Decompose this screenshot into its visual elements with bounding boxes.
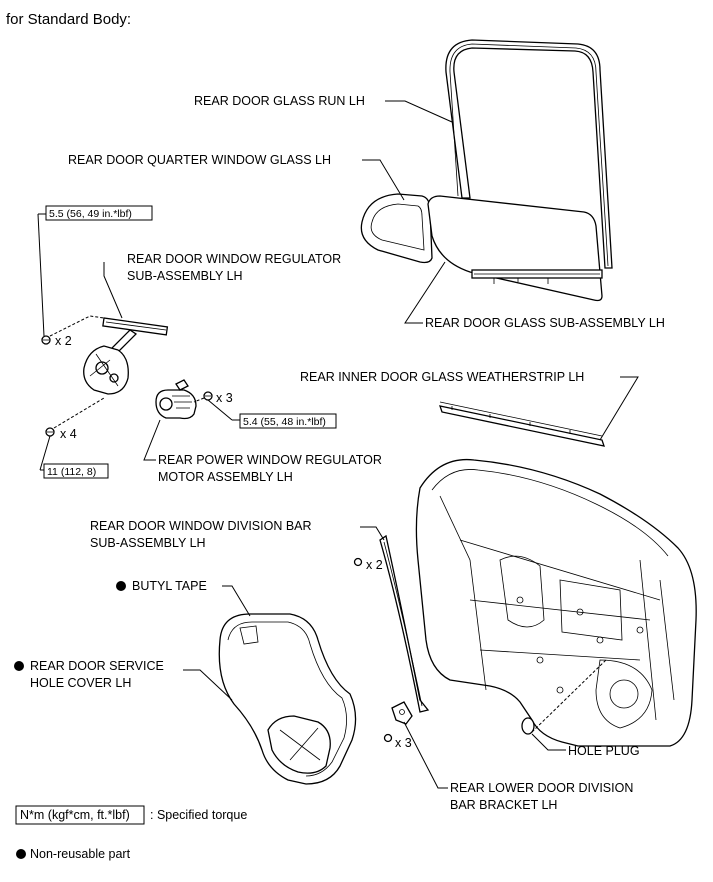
quarter-window-glass-part [360,193,433,264]
torque-box-regulator-bottom [43,463,109,479]
division-bar-part [379,534,430,713]
bolt-guide-dash [49,315,105,337]
legend-nonreusable-dot-icon [16,849,26,859]
nut-icon [383,733,393,743]
motor-leader [143,419,161,461]
service-cover-leader [183,669,233,701]
door-glass-label: REAR DOOR GLASS SUB-ASSEMBLY LH [425,316,665,330]
service-cover-label-line2: HOLE COVER LH [30,676,131,690]
qty-bracket: x 3 [395,736,412,750]
nut-icon [353,557,363,567]
torque-value-motor: 5.4 (55, 48 in.*lbf) [243,416,326,428]
page-title: for Standard Body: [6,11,131,28]
legend-torque-units: N*m (kgf*cm, ft.*lbf) [20,808,130,822]
weatherstrip-leader [599,376,639,441]
glass-run-leader [385,100,453,123]
torque-box-regulator-top [45,205,153,221]
qty-regulator-bottom: x 4 [60,427,77,441]
qty-regulator-top: x 2 [55,334,72,348]
nonreusable-dot-icon [116,581,126,591]
legend-nonreusable-label: Non-reusable part [30,847,131,861]
division-bracket-part [391,701,413,725]
division-leader [360,526,385,541]
nonreusable-dot-icon [14,661,24,671]
quarter-glass-leader [362,159,405,201]
division-label-line1: REAR DOOR WINDOW DIVISION BAR [90,519,312,533]
motor-label-line2: MOTOR ASSEMBLY LH [158,470,293,484]
weatherstrip-label: REAR INNER DOOR GLASS WEATHERSTRIP LH [300,370,584,384]
hole-plug-label: HOLE PLUG [568,744,640,758]
glass-run-label: REAR DOOR GLASS RUN LH [194,94,365,108]
bolt-guide-dash [53,397,105,429]
qty-division: x 2 [366,558,383,572]
motor-label-line1: REAR POWER WINDOW REGULATOR [158,453,382,467]
bracket-leader [403,721,448,789]
bolt-icon [45,427,55,437]
legend-torque-box [15,805,145,825]
qty-motor: x 3 [216,391,233,405]
bolt-icon [203,391,213,401]
door-glass-part [427,195,603,302]
regulator-motor-part [155,379,197,420]
hole-plug-part [521,717,535,735]
torque-box-motor [239,413,337,429]
quarter-glass-label: REAR DOOR QUARTER WINDOW GLASS LH [68,153,331,167]
hole-plug-leader [531,733,566,751]
door-panel-part [415,458,697,747]
door-glass-leader [404,261,446,324]
torque-value-regulator-top: 5.5 (56, 49 in.*lbf) [49,208,132,220]
service-cover-label-line1: REAR DOOR SERVICE [30,659,164,673]
regulator-label-line1: REAR DOOR WINDOW REGULATOR [127,252,341,266]
inner-weatherstrip-part [439,401,605,447]
regulator-label-line2: SUB-ASSEMBLY LH [127,269,243,283]
legend-torque-desc: : Specified torque [150,808,247,822]
division-label-line2: SUB-ASSEMBLY LH [90,536,206,550]
bracket-label-line2: BAR BRACKET LH [450,798,557,812]
bracket-label-line1: REAR LOWER DOOR DIVISION [450,781,633,795]
butyl-label: BUTYL TAPE [132,579,207,593]
butyl-leader [222,585,251,617]
glass-run-part [445,39,613,269]
regulator-leader [103,262,123,319]
bolt-icon [41,335,51,345]
torque-value-regulator-bottom: 11 (112, 8) [47,466,96,478]
window-regulator-part [83,317,169,395]
service-hole-cover-part [218,613,357,785]
